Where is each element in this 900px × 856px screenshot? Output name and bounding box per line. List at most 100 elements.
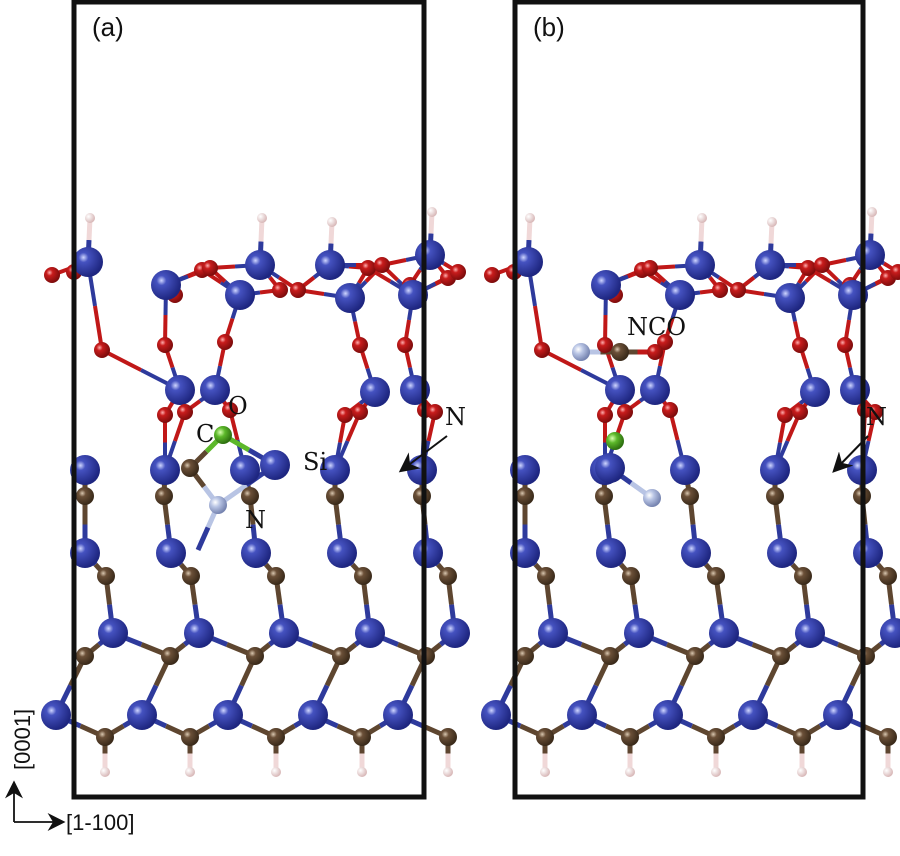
silicon-atom <box>156 538 186 568</box>
hydrogen-atom <box>697 213 707 223</box>
silicon-atom <box>767 538 797 568</box>
silicon-atom <box>184 618 214 648</box>
atom-label-n: N <box>245 506 266 534</box>
nitrogen-atom <box>643 489 661 507</box>
silicon-atom <box>70 455 100 485</box>
carbon-atom <box>622 567 640 585</box>
carbon-atom <box>601 647 619 665</box>
carbon-atom <box>766 487 784 505</box>
carbon-atom <box>707 567 725 585</box>
oxygen-atom <box>597 337 613 353</box>
oxygen-atom <box>814 257 830 273</box>
hydrogen-atom <box>185 767 195 777</box>
silicon-atom <box>795 618 825 648</box>
crystal-axes: [0001] [1-100] <box>5 709 135 835</box>
oxygen-atom <box>730 282 746 298</box>
hydrogen-atom <box>767 217 777 227</box>
carbon-atom <box>353 728 371 746</box>
nitrogen-atom <box>209 496 227 514</box>
oxygen-atom <box>837 337 853 353</box>
silicon-atom <box>855 240 885 270</box>
atom-label-c: C <box>196 420 214 448</box>
oxygen-atom <box>374 257 390 273</box>
silicon-atom <box>591 270 621 300</box>
atom-label-o: O <box>228 392 248 420</box>
hydrogen-atom <box>257 213 267 223</box>
oxygen-atom <box>157 407 173 423</box>
carbon-atom <box>181 728 199 746</box>
silicon-atom <box>225 280 255 310</box>
carbon-atom <box>181 459 199 477</box>
silicon-atom <box>70 538 100 568</box>
atom-label-si: Si <box>303 448 327 476</box>
silicon-atom <box>200 375 230 405</box>
silicon-atom <box>596 538 626 568</box>
oxygen-atom <box>94 342 110 358</box>
oxygen-atom <box>177 404 193 420</box>
oxygen-atom <box>290 282 306 298</box>
oxygen-atom <box>800 260 816 276</box>
silicon-atom <box>481 700 511 730</box>
silicon-atom <box>595 453 625 483</box>
carbon-atom <box>182 567 200 585</box>
silicon-atom <box>440 618 470 648</box>
silicon-atom <box>775 283 805 313</box>
silicon-atom <box>709 618 739 648</box>
silicon-atom <box>760 455 790 485</box>
annotation-arrows <box>398 435 869 473</box>
carbon-atom <box>439 728 457 746</box>
hydrogen-atom <box>540 767 550 777</box>
silicon-atom <box>213 700 243 730</box>
hydrogen-atom <box>443 767 453 777</box>
hydrogen-atom <box>427 207 437 217</box>
cell-frame-a <box>71 0 427 800</box>
carbon-atom <box>76 647 94 665</box>
oxygen-atom <box>777 407 793 423</box>
silicon-atom <box>260 450 290 480</box>
carbon-atom <box>96 728 114 746</box>
silicon-atom <box>640 375 670 405</box>
oxygen-atom <box>657 334 673 350</box>
carbon-atom <box>681 487 699 505</box>
panel-a <box>41 207 470 777</box>
atom-label-nco: NCO <box>627 313 686 341</box>
carbon-atom <box>686 647 704 665</box>
carbon-atom <box>794 567 812 585</box>
hydrogen-atom <box>883 767 893 777</box>
oxygen-atom <box>337 407 353 423</box>
silicon-atom <box>230 455 260 485</box>
hydrogen-atom <box>867 207 877 217</box>
silicon-atom <box>653 700 683 730</box>
silicon-atom <box>685 250 715 280</box>
oxygen-atom <box>617 404 633 420</box>
oxygen-atom <box>157 337 173 353</box>
silicon-atom <box>320 455 350 485</box>
silicon-atom <box>151 270 181 300</box>
carbon-atom <box>241 487 259 505</box>
carbon-atom <box>537 567 555 585</box>
silicon-atom <box>398 280 428 310</box>
silicon-atom <box>681 538 711 568</box>
silicon-atom <box>880 618 900 648</box>
oxygen-atom <box>397 337 413 353</box>
oxygen-atom <box>202 260 218 276</box>
carbon-atom <box>516 647 534 665</box>
silicon-atom <box>360 377 390 407</box>
hydrogen-atom <box>271 767 281 777</box>
silicon-atom <box>853 538 883 568</box>
carbon-atom <box>611 343 629 361</box>
oxygen-atom <box>534 342 550 358</box>
silicon-atom <box>624 618 654 648</box>
oxygen-atom <box>352 404 368 420</box>
silicon-atom <box>298 700 328 730</box>
hydrogen-atom <box>327 217 337 227</box>
carbon-atom <box>536 728 554 746</box>
silicon-atom <box>383 700 413 730</box>
silicon-atom <box>355 618 385 648</box>
oxygen-atom <box>450 264 466 280</box>
oxygen-atom <box>272 282 288 298</box>
oxygen-atom <box>712 282 728 298</box>
hydrogen-atom <box>357 767 367 777</box>
silicon-atom <box>327 538 357 568</box>
